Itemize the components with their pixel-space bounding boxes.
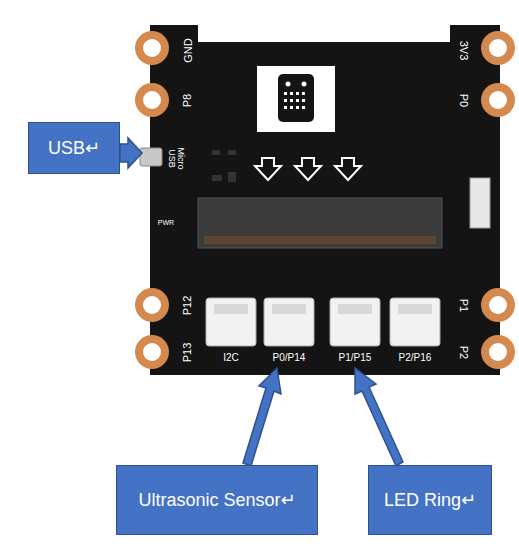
pin-label: I2C bbox=[223, 353, 239, 363]
pin-label: P12 bbox=[182, 295, 193, 315]
pin-label: P8 bbox=[183, 93, 194, 106]
pin-label: P1/P15 bbox=[339, 353, 372, 363]
pin-label: GND bbox=[182, 38, 193, 62]
callout-box: LED Ring↵ bbox=[368, 465, 492, 535]
microbit-icon bbox=[278, 74, 314, 122]
grove-connectors bbox=[206, 298, 440, 346]
callout-box: Ultrasonic Sensor↵ bbox=[116, 465, 318, 535]
pin-label: P0/P14 bbox=[273, 353, 306, 363]
callout-text: USB↵ bbox=[48, 137, 100, 159]
pin-label: P13 bbox=[182, 342, 193, 362]
callout-arrows bbox=[120, 138, 403, 466]
pin-label: P2 bbox=[459, 345, 470, 358]
board bbox=[150, 25, 500, 375]
pin-label: Micro USB bbox=[167, 143, 186, 173]
edge-pads bbox=[135, 31, 515, 369]
pin-label: PWR bbox=[158, 219, 174, 226]
callout-text: Ultrasonic Sensor↵ bbox=[138, 489, 295, 511]
microbit-leds bbox=[284, 82, 307, 110]
insert-arrows bbox=[255, 158, 361, 180]
edge-connector bbox=[198, 198, 442, 248]
pin-label: 3V3 bbox=[458, 40, 469, 60]
pin-label: P0 bbox=[459, 93, 470, 106]
callout-box: USB↵ bbox=[28, 122, 120, 174]
microbit-icon bbox=[257, 66, 335, 132]
callout-text: LED Ring↵ bbox=[384, 489, 476, 511]
smd-parts bbox=[212, 150, 236, 182]
edge-connector-pins bbox=[204, 236, 436, 244]
pin-label: P1 bbox=[459, 298, 470, 311]
usb-port bbox=[140, 148, 162, 166]
side-connector bbox=[470, 178, 490, 228]
pin-label: P2/P16 bbox=[399, 353, 432, 363]
